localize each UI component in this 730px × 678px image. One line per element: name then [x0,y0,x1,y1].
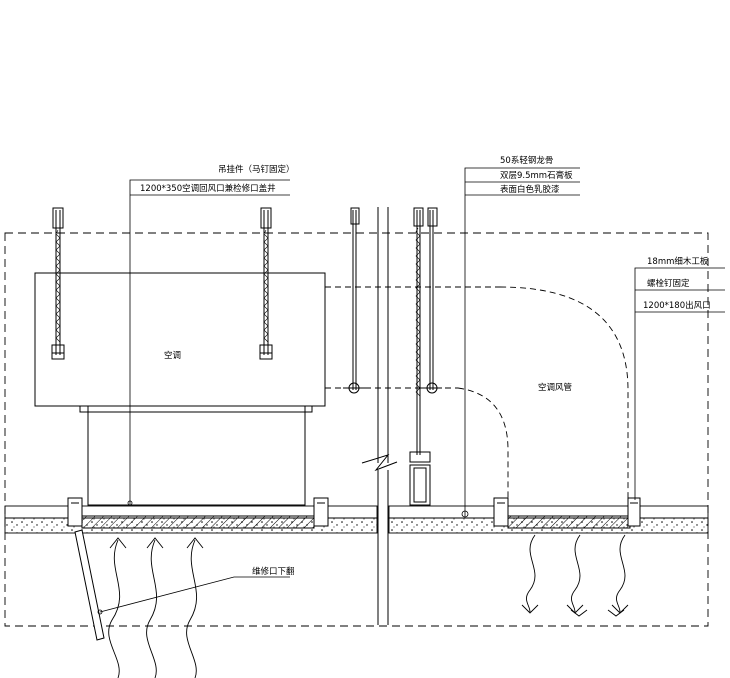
label-fixing: 吊挂件（马钉固定） [218,164,295,175]
air-duct [325,286,629,498]
label-ac-unit: 空调 [164,350,181,361]
supply-air-grille [507,515,631,529]
break-line [361,207,398,625]
leader-lines [97,167,725,615]
return-airflow-arrows [108,537,204,678]
ac-unit [34,272,326,506]
supply-airflow-arrows [521,534,629,617]
hanger-rods [51,207,442,506]
label-duct: 空调风管 [538,382,572,393]
return-air-grille [81,515,315,529]
label-screw: 螺栓钉固定 [647,278,690,289]
label-wood: 18mm细木工板 [647,256,709,267]
label-finish: 表面白色乳胶漆 [500,184,560,195]
label-keel: 50系轻钢龙骨 [500,155,553,166]
label-gypsum: 双层9.5mm石膏板 [500,170,573,181]
label-supply-air: 1200*180出风口 [643,300,711,311]
label-return-air: 1200*350空调回风口兼检修口盖井 [140,183,276,194]
maintenance-flap [74,529,105,641]
label-hatch: 维修口下翻 [252,566,295,577]
wood-frame [67,497,641,527]
